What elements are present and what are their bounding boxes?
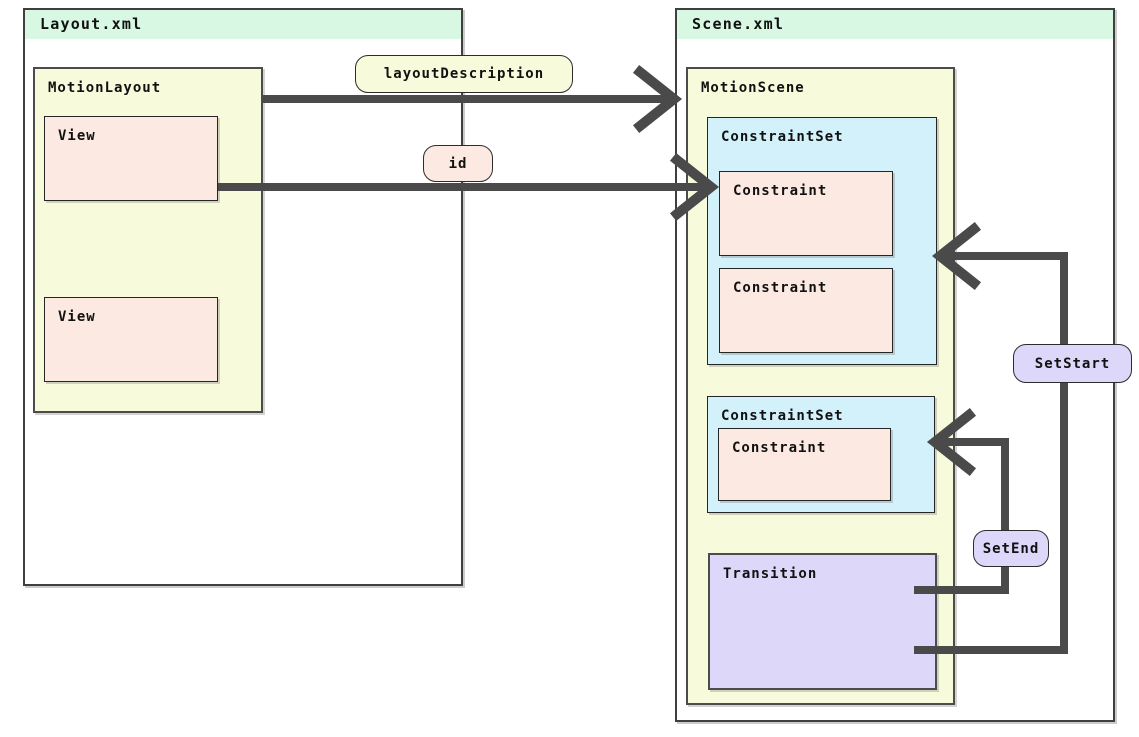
constraint-node-3: Constraint [718, 428, 891, 501]
layout-description-edge-text: layoutDescription [383, 66, 545, 82]
constraintset-label-2: ConstraintSet [721, 408, 844, 424]
layout-xml-header: Layout.xml [25, 10, 461, 39]
constraintset-label-1: ConstraintSet [721, 129, 844, 145]
set-start-edge-label: SetStart [1013, 344, 1132, 383]
view-node-2: View [44, 297, 218, 382]
id-edge-text: id [448, 155, 468, 172]
view-label-2: View [58, 309, 96, 325]
constraint-node-1: Constraint [719, 171, 893, 256]
motionscene-label: MotionScene [701, 80, 805, 96]
view-node-1: View [44, 116, 218, 201]
layout-description-arrowhead-icon [632, 64, 683, 134]
id-edge-label: id [423, 145, 493, 182]
set-end-edge-text: SetEnd [982, 540, 1040, 557]
set-start-edge-text: SetStart [1034, 355, 1111, 372]
constraint-label-2: Constraint [733, 280, 828, 296]
transition-node: Transition [708, 553, 937, 690]
layout-description-edge-label: layoutDescription [355, 55, 573, 93]
set-end-edge-label: SetEnd [973, 530, 1049, 567]
constraint-node-2: Constraint [719, 268, 893, 353]
constraint-label-3: Constraint [732, 440, 827, 456]
transition-label: Transition [723, 566, 818, 582]
view-label-1: View [58, 128, 96, 144]
motionlayout-label: MotionLayout [48, 80, 162, 96]
constraint-label-1: Constraint [733, 183, 828, 199]
scene-xml-header: Scene.xml [677, 10, 1113, 39]
